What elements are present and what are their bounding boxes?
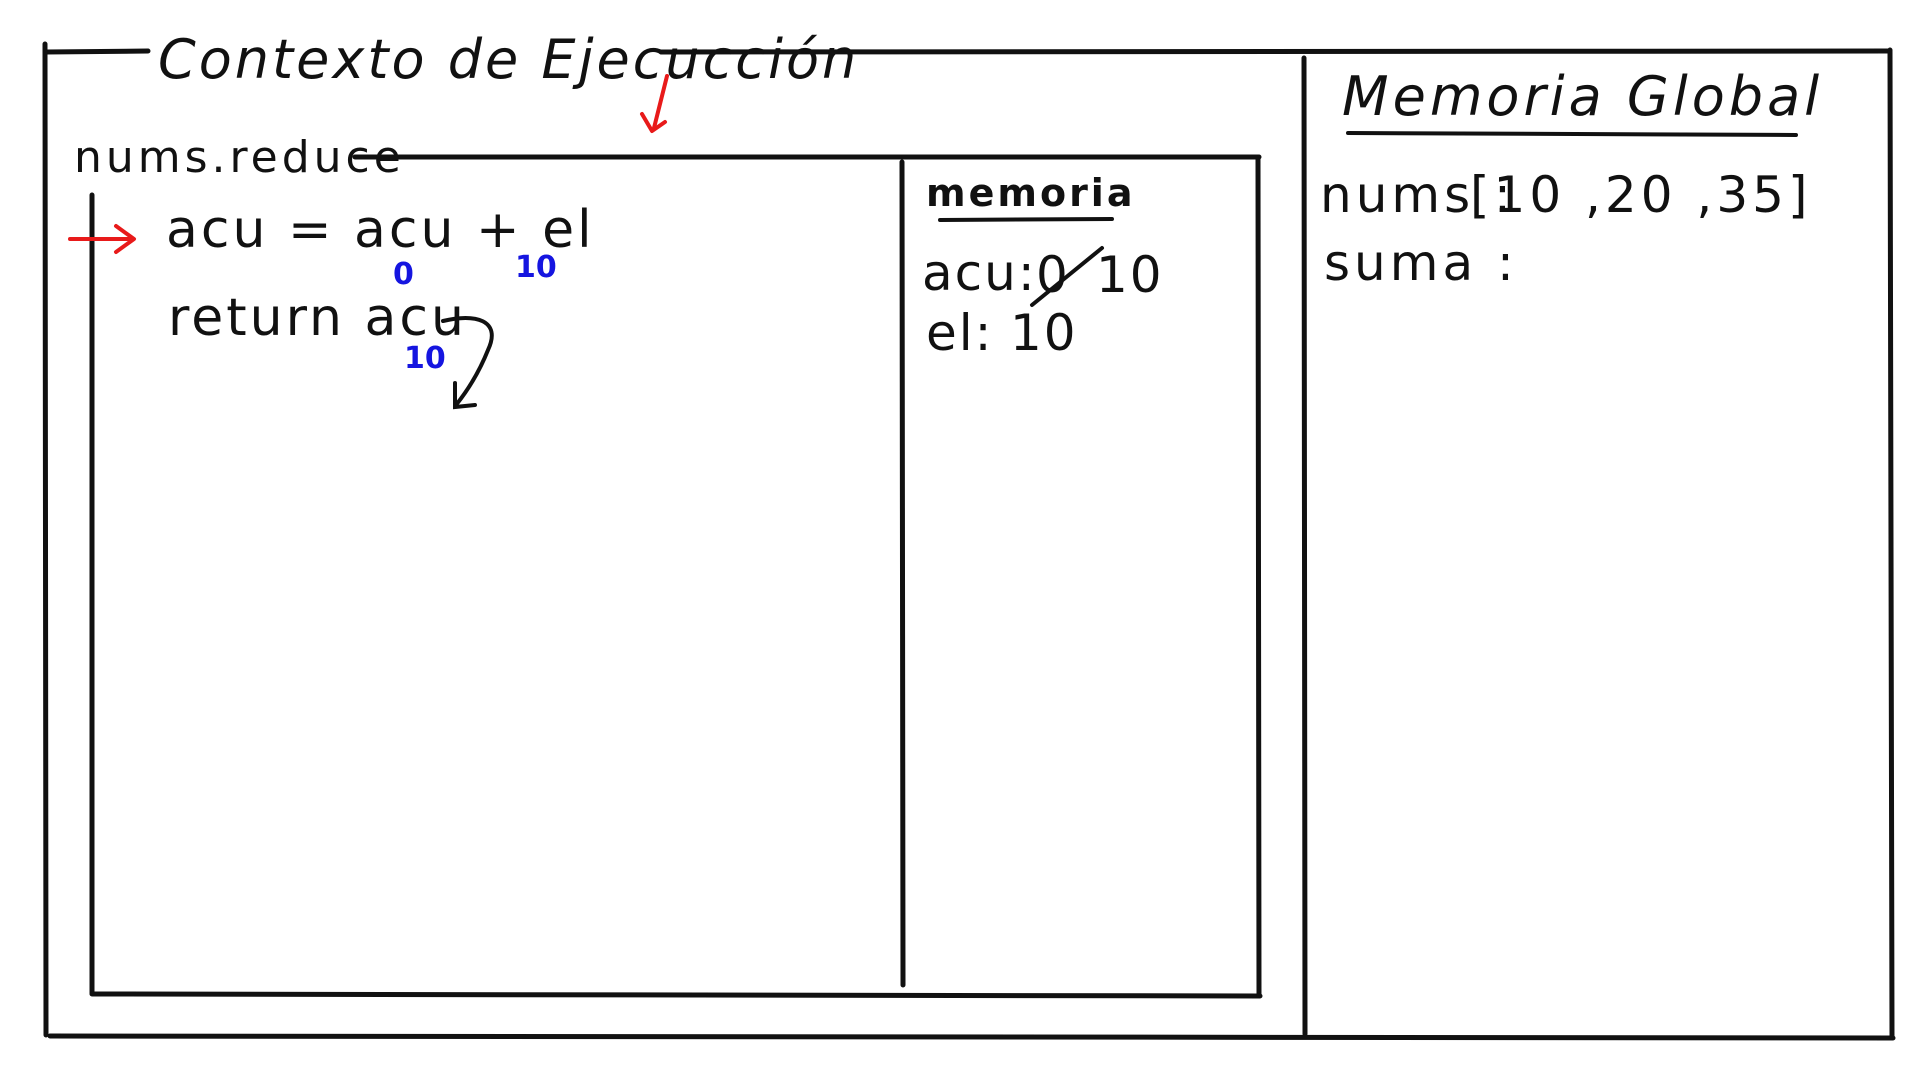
pointer-arrow-icon [68,224,136,254]
code-line-return: return acu [168,288,467,348]
local-memory-underline [938,217,1114,222]
strike-through-mark [1030,246,1104,307]
context-arrow-icon [640,74,669,133]
local-acu-new-value: 10 [1096,246,1164,304]
function-context-frame [89,154,1263,999]
local-acu-old-value: 0 [1036,246,1070,304]
function-context-label: nums.reduce [74,132,405,183]
code-line-assignment: acu = acu + el [166,200,595,260]
return-annotation-value: 10 [404,341,446,376]
acu-annotation-value: 0 [393,257,414,292]
global-suma-label: suma : [1324,234,1518,292]
global-nums-label: nums : [1320,166,1515,224]
global-memory-underline [1346,131,1798,137]
execution-context-title: Contexto de Ejecucción [158,28,859,91]
local-memory-heading: memoria [926,171,1135,215]
local-el-label: el: [926,304,994,362]
local-el-value: 10 [1010,304,1078,362]
global-nums-value: [10 ,20 ,35] [1470,166,1811,224]
global-memory-heading: Memoria Global [1342,65,1823,128]
return-arrow-icon [441,316,494,410]
local-acu-label: acu: [922,244,1037,302]
el-annotation-value: 10 [515,250,557,285]
execution-context-frame [42,41,1896,1041]
